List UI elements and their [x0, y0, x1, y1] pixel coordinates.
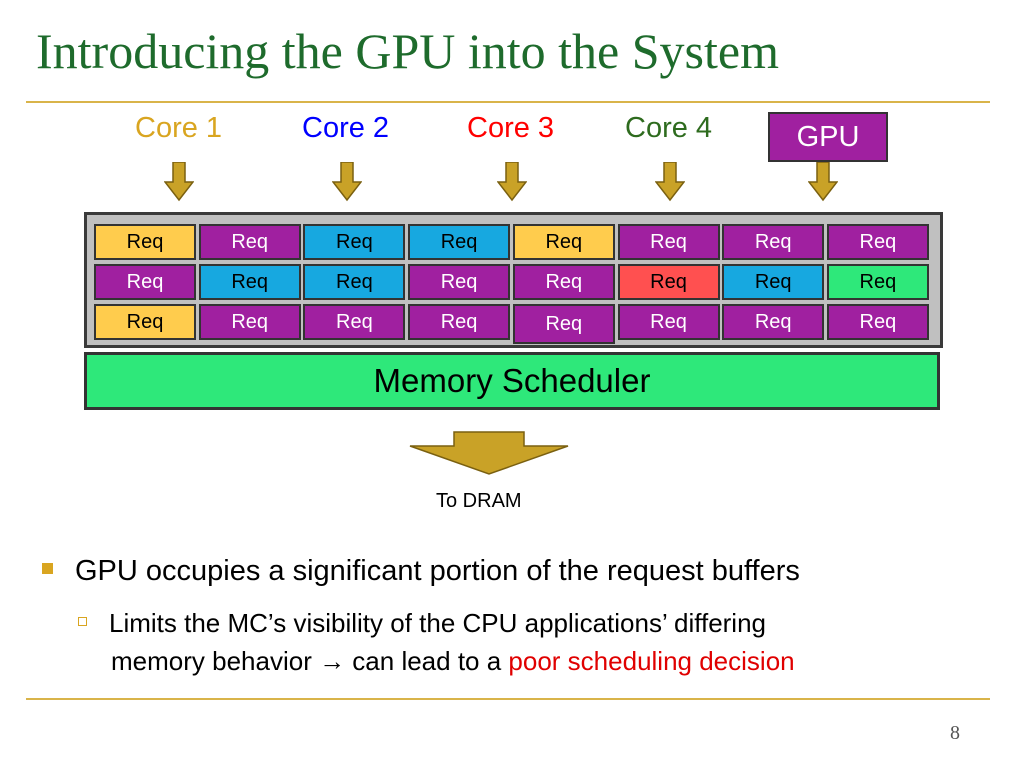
memory-scheduler: Memory Scheduler — [84, 352, 940, 410]
request-cell: Req — [512, 224, 615, 260]
request-cell: Req — [198, 264, 301, 300]
request-cell: Req — [512, 304, 615, 344]
request-cell: Req — [94, 264, 196, 300]
bullet-sub-text-1: Limits the MC’s visibility of the CPU ap… — [109, 608, 767, 638]
bullet-sub-line-1: Limits the MC’s visibility of the CPU ap… — [78, 604, 958, 642]
bullet-sub: Limits the MC’s visibility of the CPU ap… — [78, 604, 958, 680]
to-dram-arrow-icon — [409, 431, 569, 475]
bullet-sub-text-2: memory behavior — [111, 646, 320, 676]
request-cell: Req — [303, 224, 406, 260]
gpu-label: GPU — [796, 120, 860, 153]
bullet-sub-line-2: memory behavior → can lead to a poor sch… — [78, 642, 958, 680]
core-2-label: Core 2 — [302, 112, 390, 144]
memory-scheduler-label: Memory Scheduler — [373, 362, 651, 399]
highlight-poor-scheduling: poor scheduling decision — [508, 646, 795, 676]
request-cell: Req — [408, 224, 511, 260]
page-number: 8 — [950, 722, 960, 744]
request-cell: Req — [617, 264, 720, 300]
request-cell: Req — [826, 224, 929, 260]
gpu-down-arrow-icon — [808, 162, 838, 202]
slide-title: Introducing the GPU into the System — [36, 23, 779, 79]
request-cell: Req — [303, 304, 406, 340]
request-cell: Req — [722, 264, 825, 300]
core-4-label: Core 4 — [625, 112, 713, 144]
title-divider — [26, 101, 990, 103]
request-cell: Req — [826, 264, 929, 300]
core-3-down-arrow-icon — [497, 162, 527, 202]
core-1-down-arrow-icon — [164, 162, 194, 202]
request-cell: Req — [198, 224, 301, 260]
request-cell: Req — [94, 224, 196, 260]
core-4-down-arrow-icon — [655, 162, 685, 202]
request-cell: Req — [94, 304, 196, 340]
core-1-label: Core 1 — [135, 112, 223, 144]
request-cell: Req — [198, 304, 301, 340]
core-3-label: Core 3 — [467, 112, 555, 144]
to-dram-label: To DRAM — [436, 490, 522, 512]
request-cell: Req — [617, 304, 720, 340]
right-arrow-icon: → — [319, 646, 346, 676]
request-cell: Req — [303, 264, 406, 300]
bullet-sub-text-3: can lead to a — [345, 646, 509, 676]
bullet-main-text: GPU occupies a significant portion of th… — [75, 555, 800, 587]
bullet-square-icon — [42, 562, 53, 574]
core-2-down-arrow-icon — [332, 162, 362, 202]
request-cell: Req — [722, 304, 825, 340]
request-cell: Req — [826, 304, 929, 340]
request-cell: Req — [617, 224, 720, 260]
request-cell: Req — [512, 264, 615, 300]
footer-divider — [26, 698, 990, 700]
bullet-main: GPU occupies a significant portion of th… — [42, 555, 800, 588]
request-cell: Req — [408, 264, 511, 300]
request-cell: Req — [408, 304, 511, 340]
gpu-box: GPU — [768, 112, 888, 162]
request-cell: Req — [722, 224, 825, 260]
bullet-hollow-square-icon — [78, 616, 87, 626]
